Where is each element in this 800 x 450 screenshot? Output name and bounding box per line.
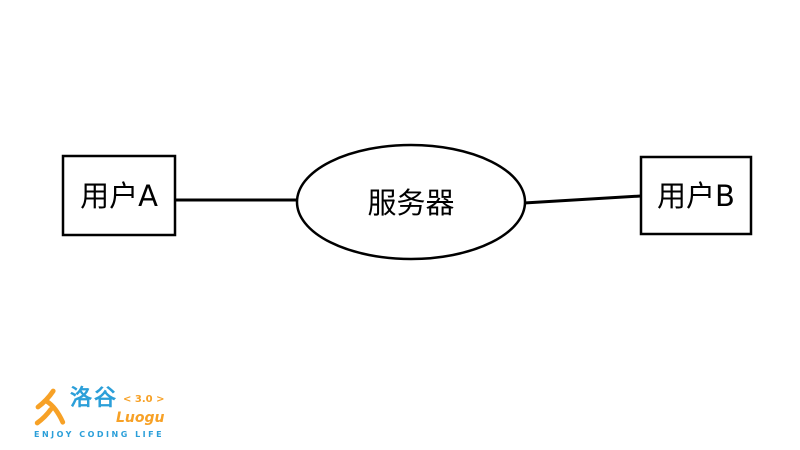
- luogu-latin-text: Luogu: [115, 410, 165, 426]
- user-b-node-label: 用户B: [657, 179, 735, 213]
- luogu-logo: 洛谷 < 3.0 > Luogu Enjoy Coding Life: [34, 388, 194, 440]
- luogu-version-text: < 3.0 >: [123, 393, 165, 405]
- luogu-flame-icon: [34, 388, 66, 426]
- luogu-logo-top: 洛谷 < 3.0 > Luogu: [34, 388, 194, 426]
- user-a-node-shape: [61, 154, 177, 237]
- server-node-shape: [295, 143, 527, 261]
- luogu-name-text: 洛谷: [70, 386, 119, 411]
- server-node-label: 服务器: [367, 186, 454, 220]
- luogu-name-row: 洛谷 < 3.0 >: [70, 388, 164, 410]
- luogu-logo-texts: 洛谷 < 3.0 > Luogu: [70, 388, 165, 426]
- edge-server-userb: [523, 194, 642, 205]
- user-b-node-shape: [639, 155, 753, 236]
- luogu-tagline-text: Enjoy Coding Life: [34, 430, 165, 439]
- user-a-node-label: 用户A: [80, 179, 158, 213]
